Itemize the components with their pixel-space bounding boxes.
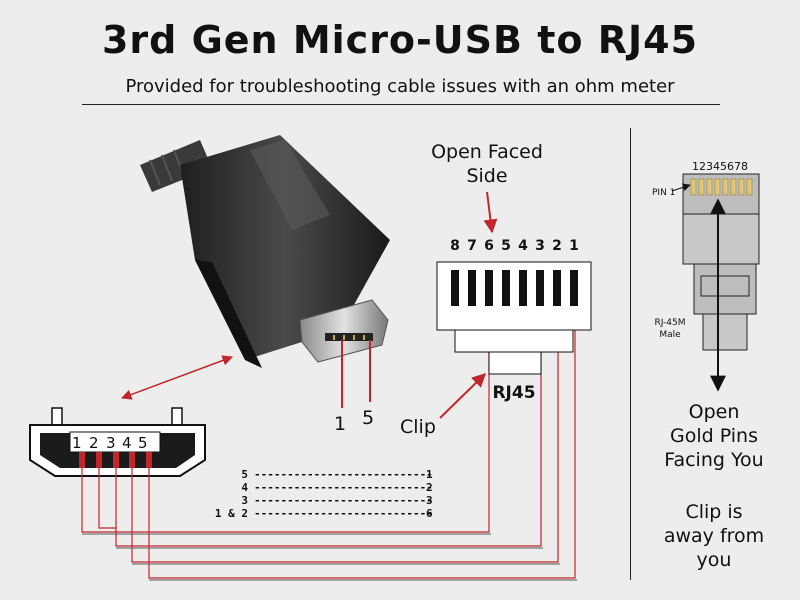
rj45-jack: [436, 261, 592, 375]
pinout-rj-3: 3: [426, 494, 433, 507]
plug-model-line2: Male: [659, 330, 681, 340]
rj45-pin-4: 4: [518, 238, 528, 254]
pinout-dashes-4: ---------------------------: [254, 507, 433, 520]
usb-face-pin-stubs: [79, 452, 152, 468]
micro-usb-plug-image: [140, 135, 390, 408]
rj45-body-label: RJ45: [492, 383, 535, 403]
rj45-pin-3: 3: [535, 238, 545, 254]
usb-face-pin-labels: 1 2 3 4 5: [72, 434, 148, 452]
page-subtitle: Provided for troubleshooting cable issue…: [125, 76, 675, 97]
pin1-label: PIN 1: [652, 188, 675, 198]
pinout-usb-3: 3: [241, 494, 248, 507]
rj45-pin-1: 1: [569, 238, 579, 254]
vertical-divider: [630, 128, 631, 580]
open-faced-label-line1: Open Faced: [431, 141, 543, 163]
plug-model-line1: RJ-45M: [654, 318, 685, 328]
plug-caption: Open Gold Pins Facing You Clip is away f…: [664, 401, 764, 571]
pinout-dashes-1: ---------------------------: [254, 468, 433, 481]
micro-usb-face: [29, 407, 206, 477]
usb-face-pin-2: 2: [89, 434, 99, 452]
pinout-rj-6: 6: [426, 507, 433, 520]
pinout-usb-4: 4: [241, 481, 248, 494]
usb-face-pin-1: 1: [72, 434, 82, 452]
rj45-pin-2: 2: [552, 238, 562, 254]
caption-line-5: Clip is: [685, 501, 742, 523]
caption-line-7: you: [697, 549, 732, 571]
pinout-dashes-3: ---------------------------: [254, 494, 433, 507]
plug-pin-5-label: 5: [362, 407, 374, 429]
rj45-pin-6: 6: [484, 238, 494, 254]
caption-line-6: away from: [664, 525, 764, 547]
clip-label: Clip: [400, 416, 436, 438]
usb-face-pin-3: 3: [106, 434, 116, 452]
clip-arrow: [439, 373, 487, 419]
pinout-rj-2: 2: [426, 481, 433, 494]
pin1-arrow: [671, 183, 691, 192]
caption-line-1: Open: [689, 401, 740, 423]
title-underline: [82, 104, 720, 105]
rj45-pin-7: 7: [467, 238, 477, 254]
rj45-male-plug: [682, 173, 760, 351]
rj45-pin-numbers: 8 7 6 5 4 3 2 1: [450, 238, 579, 254]
rj45-pin-5: 5: [501, 238, 511, 254]
plug-pin-1-label: 1: [334, 413, 346, 435]
pinout-table: 5 --------------------------- 1 4 ------…: [215, 468, 433, 520]
open-faced-arrow: [483, 191, 498, 234]
page-title: 3rd Gen Micro-USB to RJ45: [101, 18, 699, 62]
pinout-rj-1: 1: [426, 468, 433, 481]
rj45-pin-8: 8: [450, 238, 460, 254]
usb-face-pin-5: 5: [138, 434, 148, 452]
caption-line-3: Facing You: [664, 449, 763, 471]
wiring-lines: [81, 300, 576, 579]
pinout-dashes-2: ---------------------------: [254, 481, 433, 494]
open-faced-label-line2: Side: [466, 165, 507, 187]
caption-line-2: Gold Pins: [670, 425, 758, 447]
plug-pin-header: 12345678: [692, 160, 748, 173]
pinout-usb-1-2: 1 & 2: [215, 507, 248, 520]
pinout-usb-5: 5: [241, 468, 248, 481]
orientation-arrow: [121, 355, 233, 400]
usb-face-pin-4: 4: [122, 434, 132, 452]
wiring-outline: [82, 533, 577, 581]
